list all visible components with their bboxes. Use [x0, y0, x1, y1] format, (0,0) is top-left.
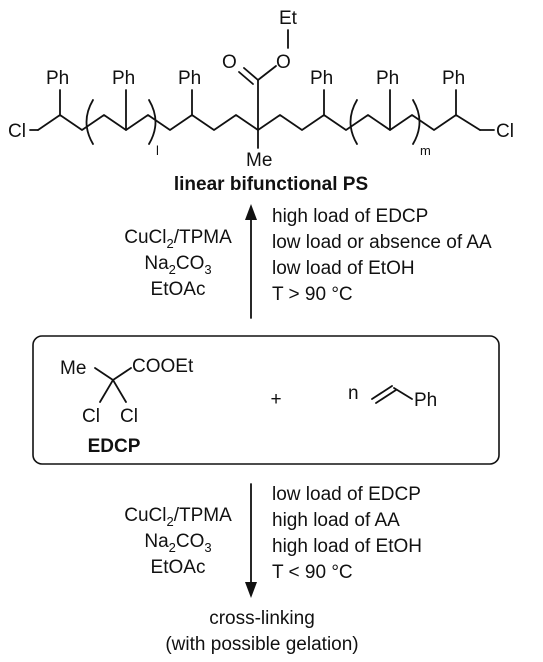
- polymer-backbone-left: [37, 114, 259, 131]
- lower-arrow-head: [245, 582, 257, 598]
- edcp-bond-cooet: [112, 367, 132, 381]
- edcp-cooet-label: COOEt: [132, 356, 194, 377]
- lower-condition-4: T < 90 °C: [272, 562, 353, 583]
- ph-label-2: Ph: [112, 68, 135, 89]
- lower-reagent-1: CuCl2/TPMA: [124, 505, 232, 529]
- cl-left-label: Cl: [8, 121, 26, 142]
- upper-reagents: CuCl2/TPMA Na2CO3 EtOAc: [124, 227, 232, 300]
- lower-condition-2: high load of AA: [272, 510, 400, 531]
- reactant-box: Me COOEt Cl Cl EDCP + n Ph: [32, 335, 500, 465]
- ph-label-3: Ph: [178, 68, 201, 89]
- upper-condition-2: low load or absence of AA: [272, 232, 492, 253]
- edcp-cl2-label: Cl: [120, 406, 138, 427]
- plus-sign: +: [270, 389, 281, 410]
- cl-right-label: Cl: [496, 121, 514, 142]
- edcp-bond-cl2: [112, 379, 127, 403]
- reactant-box-frame: [32, 335, 500, 465]
- crosslink-product: cross-linking (with possible gelation): [165, 608, 358, 655]
- styrene-single-bond: [393, 387, 413, 400]
- ph-label-4: Ph: [310, 68, 333, 89]
- styrene-double-bond-2: [375, 389, 397, 404]
- lower-conditions: low load of EDCP high load of AA high lo…: [272, 484, 422, 583]
- bond-c-o-double-1: [243, 67, 259, 81]
- edcp-structure: Me COOEt Cl Cl EDCP: [60, 356, 194, 457]
- bond-c-o-single: [257, 65, 277, 81]
- o-ester-label: O: [276, 52, 291, 73]
- polymer-backbone-right: [257, 114, 481, 131]
- upper-arrow-head: [245, 204, 257, 220]
- me-label: Me: [246, 150, 272, 171]
- styrene-ph-label: Ph: [414, 390, 437, 411]
- upper-condition-1: high load of EDCP: [272, 206, 428, 227]
- lower-condition-3: high load of EtOH: [272, 536, 422, 557]
- upper-reagent-3: EtOAc: [151, 279, 206, 300]
- upper-arrow: [245, 204, 257, 319]
- upper-condition-3: low load of EtOH: [272, 258, 415, 279]
- bond-c-o-double-2: [238, 71, 254, 85]
- product-line-2: (with possible gelation): [165, 634, 358, 655]
- paren-l-open: [85, 99, 94, 145]
- upper-condition-4: T > 90 °C: [272, 284, 353, 305]
- styrene-double-bond-1: [371, 385, 393, 400]
- edcp-me-label: Me: [60, 358, 86, 379]
- lower-reagent-3: EtOAc: [151, 557, 206, 578]
- paren-m-open: [349, 99, 358, 145]
- edcp-name: EDCP: [88, 436, 141, 457]
- lower-reagents: CuCl2/TPMA Na2CO3 EtOAc: [124, 505, 232, 578]
- ph-label-5: Ph: [376, 68, 399, 89]
- paren-l-close: [148, 99, 157, 145]
- product-line-1: cross-linking: [209, 608, 315, 629]
- et-label: Et: [279, 8, 298, 29]
- edcp-bond-me: [94, 367, 114, 381]
- polymer-structure: Ph Ph Ph Ph Ph Ph Cl Cl l m Me O O Et li…: [8, 8, 514, 195]
- styrene-structure: n Ph: [348, 383, 437, 411]
- lower-condition-1: low load of EDCP: [272, 484, 421, 505]
- edcp-cl1-label: Cl: [82, 406, 100, 427]
- subscript-l: l: [156, 143, 159, 158]
- edcp-bond-cl1: [99, 379, 114, 403]
- paren-m-close: [412, 99, 421, 145]
- styrene-n-label: n: [348, 383, 359, 404]
- upper-reagent-1: CuCl2/TPMA: [124, 227, 232, 251]
- upper-reagent-2: Na2CO3: [144, 253, 211, 277]
- subscript-m: m: [420, 143, 431, 158]
- ph-label-6: Ph: [442, 68, 465, 89]
- upper-conditions: high load of EDCP low load or absence of…: [272, 206, 492, 305]
- o-carbonyl-label: O: [222, 52, 237, 73]
- polymer-title: linear bifunctional PS: [174, 174, 368, 195]
- lower-arrow: [245, 483, 257, 598]
- ph-label-1: Ph: [46, 68, 69, 89]
- lower-reagent-2: Na2CO3: [144, 531, 211, 555]
